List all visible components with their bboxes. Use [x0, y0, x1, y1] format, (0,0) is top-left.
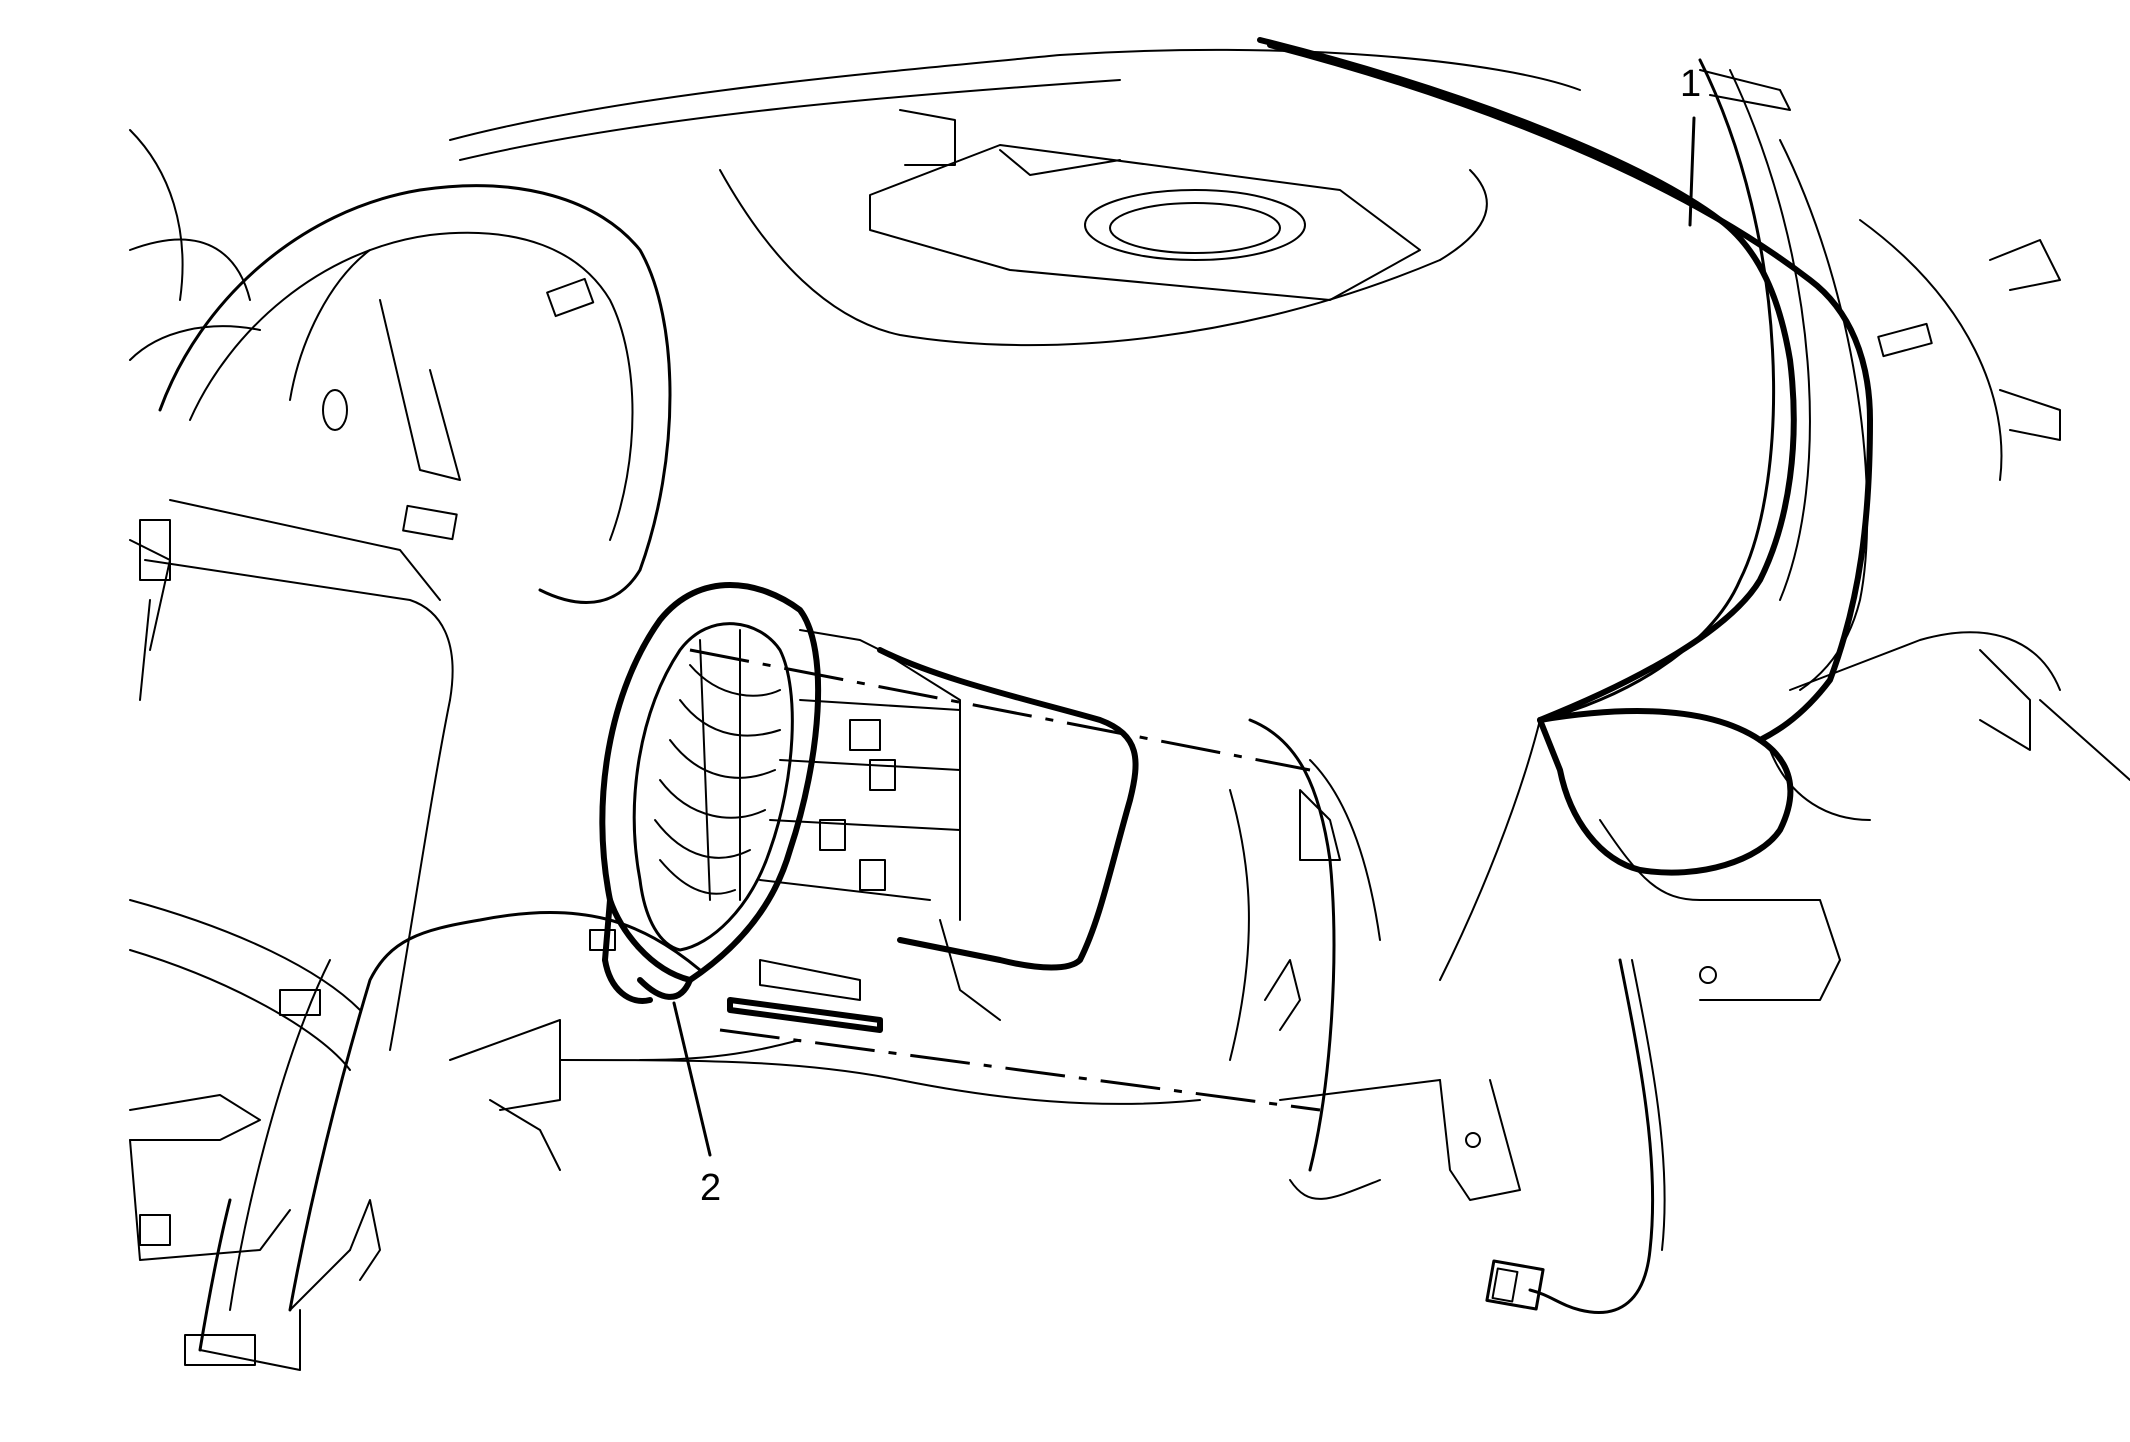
callout-1: 1 — [1680, 63, 1701, 105]
instrument-panel — [129, 48, 2130, 1371]
leader-line-2 — [672, 1001, 712, 1157]
trim-strip-item-1 — [1257, 37, 1873, 876]
wiring-harness-connector — [1485, 958, 1666, 1314]
phantom-line — [689, 648, 1311, 772]
phantom-line-lower — [719, 1028, 1321, 1112]
callout-2: 2 — [700, 1167, 721, 1209]
leader-line-1 — [1688, 116, 1696, 227]
airbag-module-item-2 — [589, 582, 1139, 1033]
